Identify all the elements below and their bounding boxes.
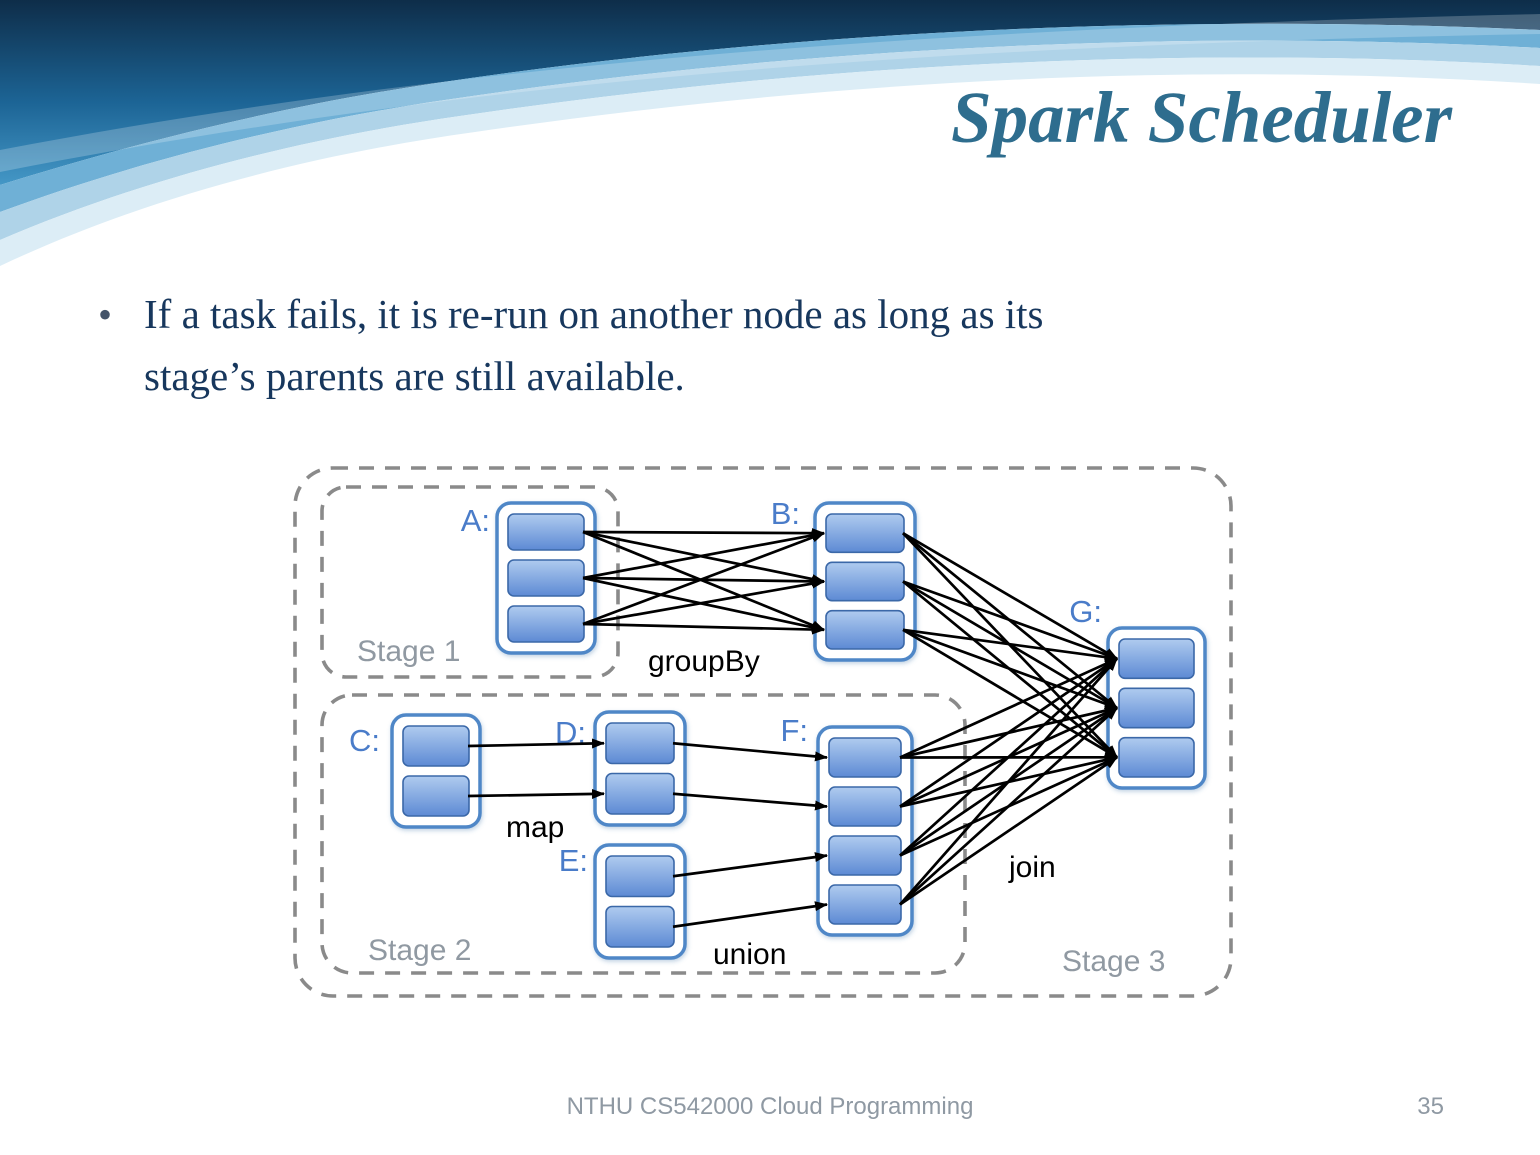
partition-B-2 (825, 561, 905, 602)
stage-label-stage-3: Stage 3 (1062, 945, 1165, 978)
edge-arrow (902, 580, 1118, 660)
edges-E-F (672, 852, 828, 929)
stage-label-stage-2: Stage 2 (368, 934, 471, 967)
stage-box-stage-3 (293, 466, 1233, 998)
edge-arrow (902, 628, 1118, 663)
edge-arrow (899, 657, 1118, 857)
rdd-label-C: C: (349, 723, 380, 758)
partition-G-3 (1118, 736, 1195, 778)
edge-arrow (899, 657, 1118, 759)
edge-arrow (582, 622, 825, 635)
partition-D-1 (605, 722, 675, 765)
stage-label-stage-1: Stage 1 (357, 635, 460, 668)
edge-arrow (899, 756, 1118, 906)
edge-arrow (672, 741, 828, 762)
footer-text: NTHU CS542000 Cloud Programming (566, 1093, 974, 1120)
partition-C-2 (402, 775, 470, 817)
bullet-item: • If a task fails, it is re-run on anoth… (98, 284, 1398, 407)
page-number: 35 (1417, 1093, 1444, 1120)
op-label-map: map (506, 811, 564, 844)
page-title: Spark Scheduler (951, 77, 1452, 158)
bullet-line-1: If a task fails, it is re-run on another… (144, 291, 1044, 337)
partition-F-2 (828, 786, 902, 827)
partition-A-3 (507, 605, 585, 643)
op-label-union: union (713, 938, 786, 971)
wave-band-pale (0, 57, 1540, 267)
edges-D-F (672, 741, 828, 811)
partition-A-1 (507, 513, 585, 551)
bullet-line-2: stage’s parents are still available. (144, 352, 685, 399)
header-wave-graphic (0, 0, 1540, 267)
partition-D-2 (605, 772, 675, 815)
partition-F-1 (828, 737, 902, 778)
edges-B-G (902, 532, 1118, 759)
edge-arrow (902, 628, 1118, 710)
edge-arrow (582, 578, 825, 626)
partition-C-1 (402, 725, 470, 767)
partition-F-3 (828, 835, 902, 876)
partition-F-4 (828, 884, 902, 925)
edge-arrow (582, 531, 825, 626)
op-label-groupby: groupBy (648, 645, 760, 678)
bullet-text: If a task fails, it is re-run on another… (144, 284, 1044, 407)
wave-band-mid (0, 23, 1540, 213)
edge-arrow (899, 657, 1118, 808)
partition-A-2 (507, 559, 585, 597)
partition-G-2 (1118, 687, 1195, 729)
stage-box-stage-2 (320, 693, 967, 975)
rdd-label-E: E: (559, 843, 588, 878)
edge-arrow (902, 628, 1118, 759)
partition-B-1 (825, 513, 905, 554)
rdd-label-B: B: (771, 496, 800, 531)
wave-highlight-streak (0, 14, 1540, 172)
edge-arrow (672, 852, 828, 878)
edges-F-G (898, 657, 1119, 906)
bullet-marker: • (98, 292, 113, 337)
edge-arrow (672, 792, 828, 811)
edge-arrow (898, 657, 1119, 906)
edges-C-D (467, 738, 605, 799)
op-label-join: join (1008, 851, 1056, 884)
partition-E-1 (605, 855, 675, 898)
wave-band-dark (0, 0, 1540, 185)
wave-band-light (0, 40, 1540, 240)
partition-G-1 (1118, 638, 1195, 680)
edge-arrow (467, 788, 605, 799)
edge-arrow (582, 528, 825, 539)
partition-E-2 (605, 905, 675, 948)
edge-arrow (672, 901, 828, 929)
rdd-label-A: A: (461, 503, 490, 538)
rdd-label-G: G: (1069, 594, 1102, 629)
partition-B-3 (825, 609, 905, 650)
rdd-node-F (816, 725, 914, 937)
edge-arrow (582, 530, 825, 580)
edges-A-B (582, 528, 825, 635)
rdd-label-F: F: (780, 713, 808, 748)
edge-arrow (899, 706, 1118, 906)
edge-arrow (902, 532, 1118, 660)
edge-arrow (467, 738, 605, 749)
